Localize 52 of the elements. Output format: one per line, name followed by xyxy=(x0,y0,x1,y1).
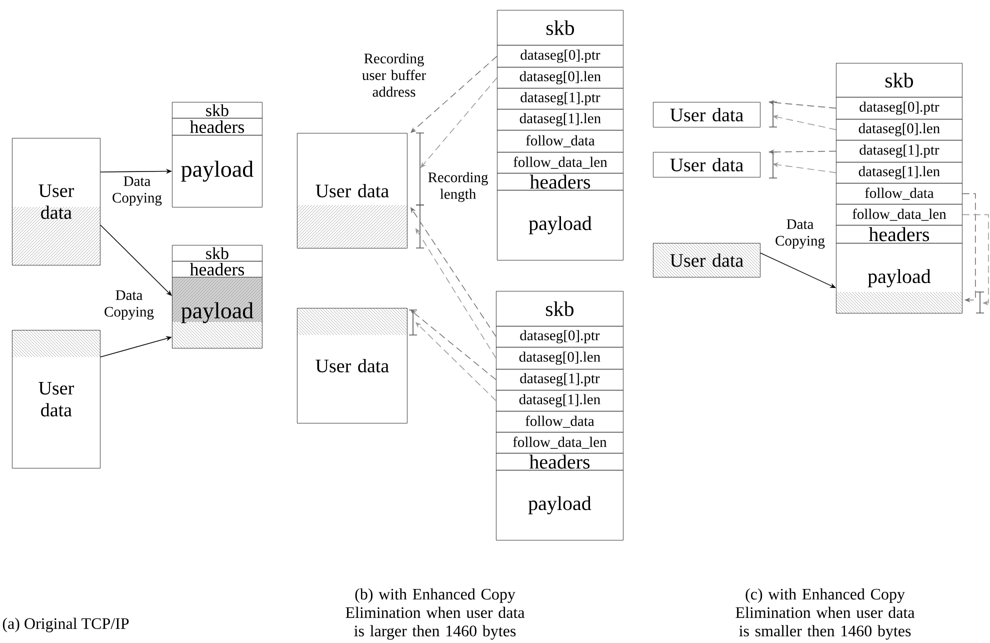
edge-label: Data Copying xyxy=(105,175,169,207)
field-cell: dataseg[0].ptr xyxy=(836,97,962,120)
arrow xyxy=(962,214,989,306)
edge-label: Data Copying xyxy=(97,289,161,321)
field-cell: dataseg[1].ptr xyxy=(497,88,624,110)
field-cell: follow_data_len xyxy=(497,152,624,174)
field-cell: dataseg[1].ptr xyxy=(496,369,624,390)
field-cell xyxy=(172,277,262,322)
field-cell: follow_data xyxy=(836,183,962,204)
field-cell: payload xyxy=(497,190,624,260)
field-cell: dataseg[0].ptr xyxy=(497,45,624,68)
edge-label: Recording length xyxy=(421,171,495,203)
field-cell: headers xyxy=(496,453,624,470)
buffer-box: User data xyxy=(12,138,100,266)
field-cell: dataseg[1].len xyxy=(496,390,624,412)
caption: (a) Original TCP/IP xyxy=(2,618,129,632)
field-cell: skb xyxy=(497,10,624,46)
field-cell: headers xyxy=(172,118,262,136)
field-cell: follow_data xyxy=(497,130,624,152)
field-cell: dataseg[1].ptr xyxy=(836,140,962,162)
field-cell: payload xyxy=(496,470,624,540)
buffer-box: User data xyxy=(653,102,760,128)
field-cell: headers xyxy=(497,173,624,190)
field-cell: dataseg[1].len xyxy=(836,162,962,184)
field-cell: skb xyxy=(836,63,962,98)
field-cell: dataseg[0].len xyxy=(497,67,624,88)
buffer-box: User data xyxy=(297,308,408,424)
field-cell: payload xyxy=(836,243,962,314)
buffer-box: User data xyxy=(653,243,760,278)
buffer-box: User data xyxy=(653,152,760,178)
caption: (c) with Enhanced Copy Elimination when user data is smaller then 1460 bytes xyxy=(736,588,915,640)
field-cell: follow_data_len xyxy=(496,432,624,454)
field-cell: dataseg[0].len xyxy=(836,119,962,140)
arrow xyxy=(962,193,976,303)
edge-label: Data Copying xyxy=(768,218,832,250)
field-cell: payload xyxy=(172,277,262,348)
buffer-box: User data xyxy=(297,133,408,248)
field-cell: skb xyxy=(496,291,624,326)
arrow xyxy=(100,224,172,296)
caption: (b) with Enhanced Copy Elimination when user data is larger then 1460 bytes xyxy=(346,588,525,640)
field-cell: skb xyxy=(172,102,262,118)
field-cell: dataseg[0].len xyxy=(496,347,624,370)
buffer-box: User data xyxy=(12,330,100,468)
field-cell: skb xyxy=(172,245,262,262)
field-cell: payload xyxy=(172,135,262,208)
field-cell: headers xyxy=(836,225,962,244)
edge-label: Recording user buffer address xyxy=(351,52,437,98)
field-cell: follow_data_len xyxy=(836,204,962,226)
field-cell: follow_data xyxy=(496,411,624,432)
field-cell: headers xyxy=(172,261,262,278)
field-cell: dataseg[1].len xyxy=(497,109,624,130)
field-cell: dataseg[0].ptr xyxy=(496,326,624,348)
